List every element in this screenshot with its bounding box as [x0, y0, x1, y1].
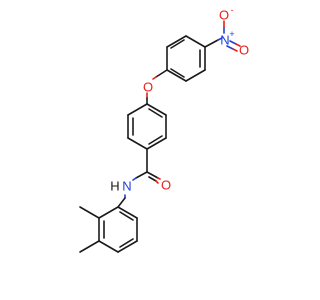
bond [166, 35, 187, 48]
bond [232, 48, 238, 52]
bond [157, 177, 161, 180]
bond [127, 103, 148, 116]
bond [98, 206, 119, 219]
methyl-bond [79, 240, 100, 253]
nitro-group [204, 20, 241, 52]
nitro-oxygen-right-atom: O [239, 43, 249, 58]
ether-linkage [146, 69, 168, 105]
central-benzene-ring [127, 103, 167, 150]
bond [117, 197, 126, 208]
dimethylphenyl-ring [98, 206, 138, 253]
bond [148, 176, 157, 182]
bond [155, 180, 159, 184]
bond [132, 177, 137, 181]
double-bond-inner [170, 68, 185, 78]
bond [166, 69, 187, 82]
methyl-bond [79, 206, 100, 219]
double-bond-inner [148, 108, 163, 118]
bond [217, 37, 223, 41]
amide-nitrogen-atom: N H [110, 179, 131, 194]
structure-diagram: N + O - O O O N H [79, 5, 249, 253]
bond [127, 137, 148, 150]
atom-label-n: N [220, 33, 229, 48]
atom-label-n: N [122, 179, 131, 194]
bond [117, 206, 138, 219]
carbonyl-oxygen-atom: O [161, 178, 171, 193]
nitrophenyl-ring [166, 35, 206, 82]
bond [146, 137, 167, 150]
charge-minus: - [231, 5, 234, 15]
atom-label-o: O [219, 8, 229, 23]
bond [185, 35, 206, 48]
ether-oxygen-atom: O [143, 80, 153, 95]
nitro-oxygen-top-atom: O - [219, 5, 234, 23]
bond [135, 171, 148, 179]
bond [152, 76, 157, 80]
bond [98, 240, 119, 253]
nitro-nitrogen-atom: N + [220, 29, 234, 48]
bond [226, 45, 234, 50]
bond [146, 171, 159, 179]
molecule-canvas: N + O - O O O N H [79, 5, 249, 253]
bond [155, 69, 168, 78]
double-bond-inner [148, 135, 163, 145]
bond [204, 39, 219, 48]
bond [117, 240, 138, 253]
double-bond-inner [170, 39, 185, 49]
methyl-groups [79, 206, 100, 253]
double-bond-inner [119, 211, 134, 221]
double-bond-inner [119, 238, 134, 248]
charge-plus: + [229, 29, 234, 39]
atom-label-h: H [110, 179, 119, 194]
bond [229, 40, 237, 45]
amide-group [117, 148, 161, 208]
bond [235, 43, 241, 47]
bond [185, 69, 206, 82]
bond [146, 103, 167, 116]
